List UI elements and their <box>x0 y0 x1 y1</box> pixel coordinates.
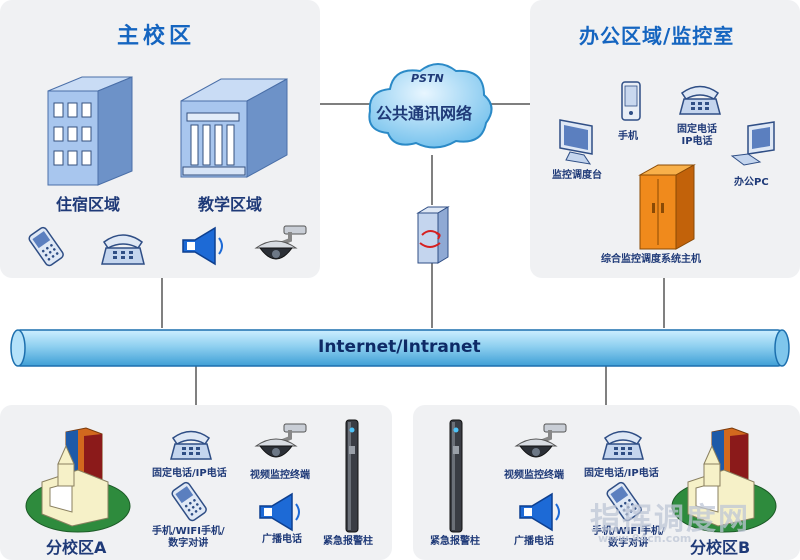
branch-b-speaker-label: 广播电话 <box>514 536 554 547</box>
public-network-label: 公共通讯网络 <box>376 104 473 123</box>
branch-a-mobile-label: 手机/WIFI手机/ 数字对讲 <box>152 526 225 550</box>
dispatch-desk-label: 监控调度台 <box>552 170 602 181</box>
pstn-cloud-icon[interactable] <box>360 55 500 155</box>
branch-a-campus-icon[interactable] <box>22 426 134 538</box>
branch-a-alarm-label: 紧急报警柱 <box>323 536 373 547</box>
office-mobile-label: 手机 <box>618 131 638 142</box>
branch-a-camera-label: 视频监控终端 <box>250 470 310 481</box>
branch-b-fixed-phone-label: 固定电话/IP电话 <box>584 468 659 479</box>
gateway-router-icon[interactable] <box>412 205 452 265</box>
office-mobile-phone-icon[interactable] <box>619 80 643 124</box>
office-pc-label: 办公PC <box>734 177 769 188</box>
watermark-url: www.94cn.com <box>598 532 692 545</box>
branch-a-mobile-phone-icon[interactable] <box>165 481 215 522</box>
branch-b-speaker-icon[interactable] <box>514 492 568 532</box>
dormitory-building-icon[interactable] <box>40 73 140 188</box>
branch-b-camera-icon[interactable] <box>510 420 570 470</box>
desk-phone-icon[interactable] <box>98 224 148 268</box>
branch-b-mobile-label: 手机/WIFI手机/ 数字对讲 <box>592 526 665 550</box>
branch-a-speaker-label: 广播电话 <box>262 534 302 545</box>
branch-b-fixed-phone-icon[interactable] <box>600 422 646 462</box>
branch-a-mobile-label-line1: 手机/WIFI手机/ <box>152 526 225 537</box>
branch-b-campus-icon[interactable] <box>668 426 780 538</box>
internet-intranet-backbone[interactable] <box>10 328 794 368</box>
dorm-area-label: 住宿区域 <box>56 195 121 214</box>
branch-a-alarm-pillar-icon[interactable] <box>342 416 362 536</box>
office-fixed-phone-label: 固定电话 IP电话 <box>677 124 717 148</box>
dispatch-host-label: 综合监控调度系统主机 <box>601 254 701 265</box>
mobile-phone-icon[interactable] <box>22 226 72 267</box>
pstn-label: PSTN <box>411 72 444 85</box>
branch-b-title: 分校区B <box>690 538 751 557</box>
dome-camera-icon[interactable] <box>250 222 310 272</box>
office-fixed-phone-icon[interactable] <box>677 77 723 117</box>
office-title: 办公区域/监控室 <box>579 24 735 48</box>
office-fixed-phone-label-line2: IP电话 <box>681 136 713 147</box>
dispatch-desk-monitor-icon[interactable] <box>556 116 602 166</box>
branch-a-mobile-label-line2: 数字对讲 <box>168 538 209 549</box>
branch-b-mobile-phone-icon[interactable] <box>600 481 650 522</box>
branch-b-alarm-label: 紧急报警柱 <box>430 536 480 547</box>
server-cabinet-icon[interactable] <box>636 163 698 251</box>
branch-b-camera-label: 视频监控终端 <box>504 470 564 481</box>
main-campus-title: 主校区 <box>117 24 196 49</box>
loudspeaker-icon[interactable] <box>177 224 231 268</box>
office-pc-icon[interactable] <box>730 121 780 174</box>
backbone-label: Internet/Intranet <box>318 337 481 357</box>
office-fixed-phone-label-line1: 固定电话 <box>677 124 717 135</box>
branch-b-alarm-pillar-icon[interactable] <box>446 416 466 536</box>
branch-b-mobile-label-line2: 数字对讲 <box>608 538 649 549</box>
branch-a-fixed-phone-icon[interactable] <box>168 422 214 462</box>
branch-a-fixed-phone-label: 固定电话/IP电话 <box>152 468 227 479</box>
teaching-area-label: 教学区域 <box>198 195 263 214</box>
teaching-building-icon[interactable] <box>177 73 302 183</box>
branch-a-speaker-icon[interactable] <box>254 492 308 532</box>
branch-a-title: 分校区A <box>46 538 107 557</box>
branch-a-camera-icon[interactable] <box>250 420 310 470</box>
watermark-text: 指挥调度网 <box>590 502 750 537</box>
branch-b-mobile-label-line1: 手机/WIFI手机/ <box>592 526 665 537</box>
